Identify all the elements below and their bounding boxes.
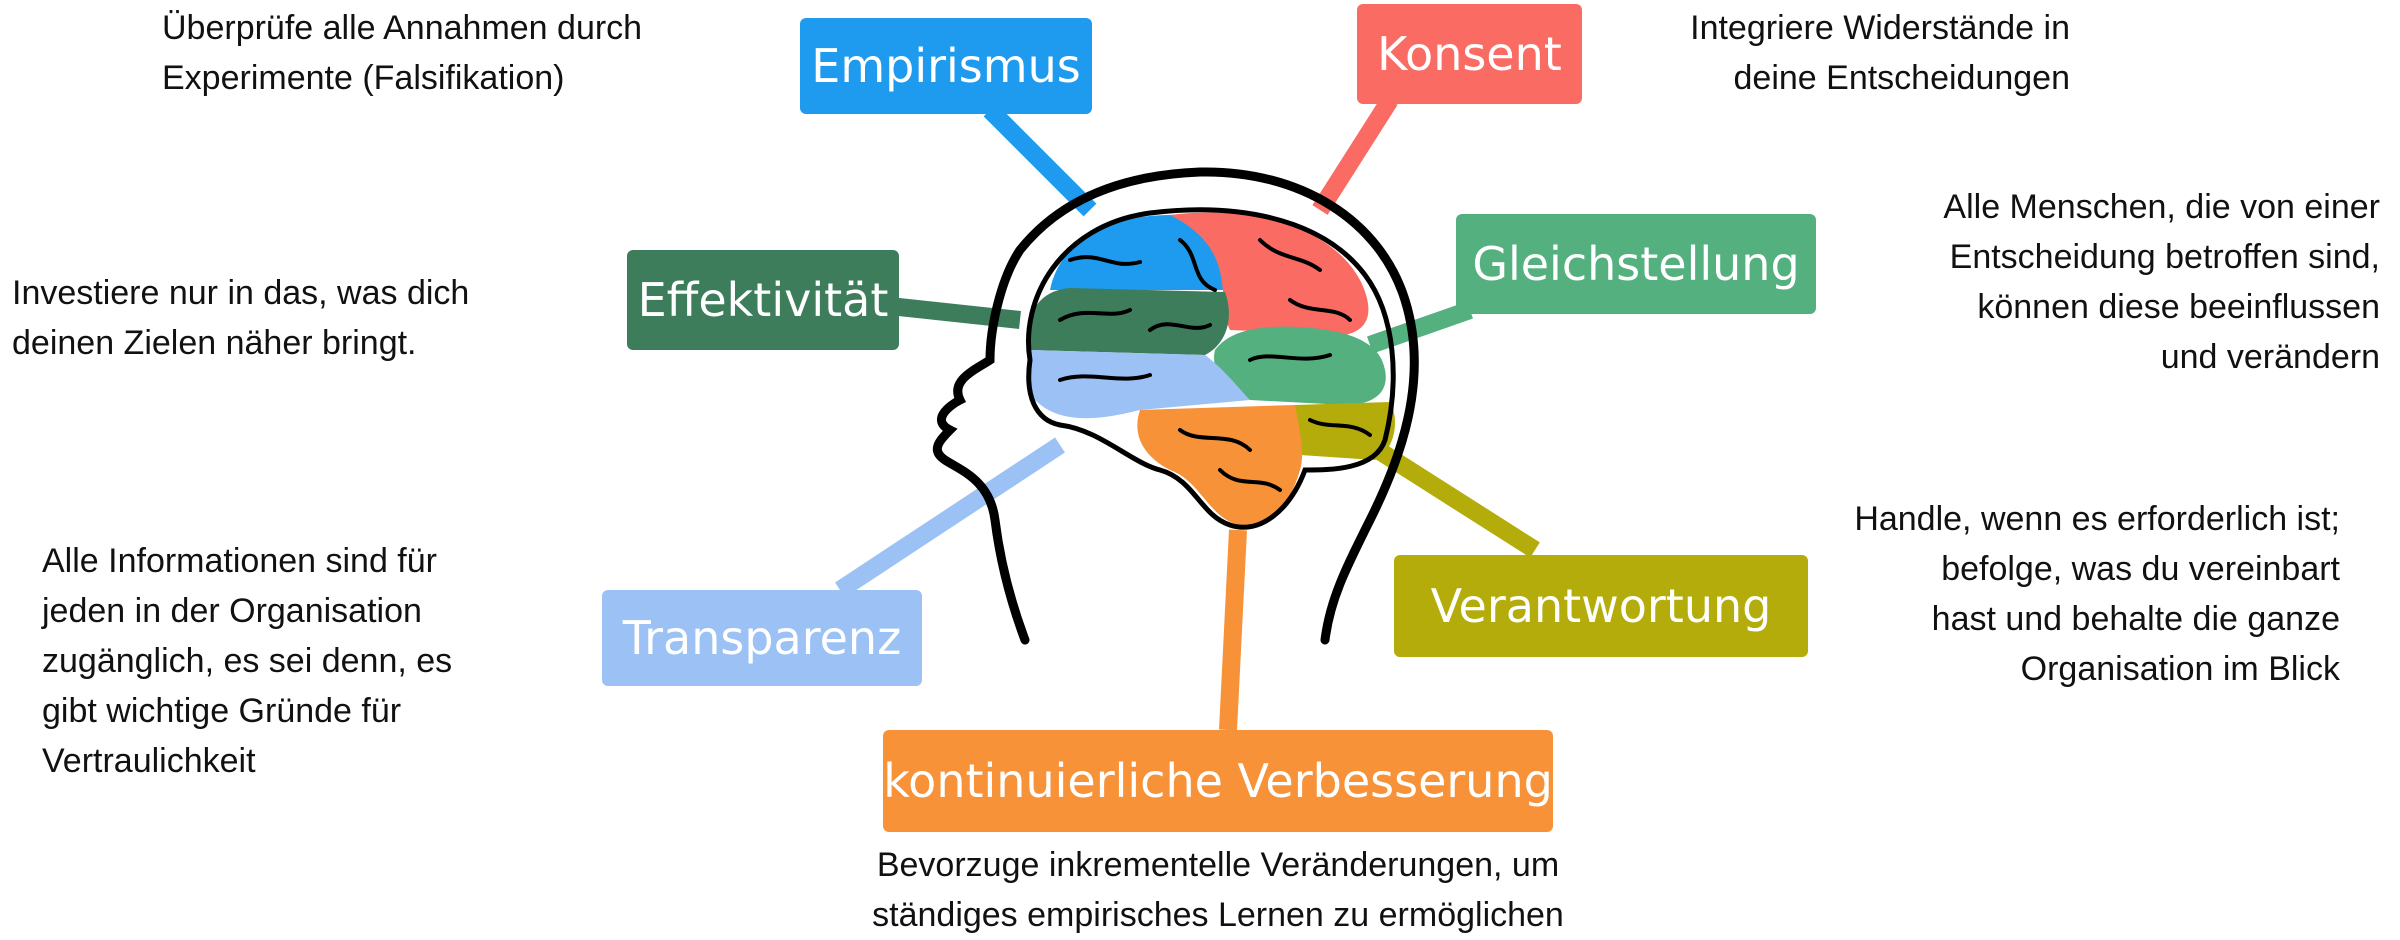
brain-region-effektivitaet [1030, 288, 1229, 355]
brain-region-empirismus [1050, 214, 1232, 290]
brain-region-gleichstellung [1214, 326, 1386, 405]
verbesserung-description: Bevorzuge inkrementelle Veränderungen, u… [872, 846, 1564, 934]
verantwortung-description: Handle, wenn es erforderlich ist; befolg… [1854, 500, 2340, 688]
konsent-description: Integriere Widerstände in deine Entschei… [1690, 9, 2070, 97]
empirismus-connector [983, 103, 1097, 217]
transparenz-connector [835, 437, 1065, 598]
verbesserung-connector [1219, 529, 1247, 731]
brain-region-verbesserung [1137, 405, 1303, 526]
empirismus-label: Empirismus [800, 18, 1092, 114]
gleichstellung-connector [1367, 301, 1473, 354]
head-outline [932, 167, 1419, 645]
konsent-label: Konsent [1357, 4, 1582, 104]
effektivitaet-description: Investiere nur in das, was dich deinen Z… [12, 274, 470, 362]
empirismus-description: Überprüfe alle Annahmen durch Experiment… [162, 9, 643, 97]
verbesserung-label: kontinuierliche Verbesserung [883, 730, 1553, 832]
gleichstellung-label: Gleichstellung [1456, 214, 1816, 314]
brain-region-verantwortung [1290, 402, 1395, 460]
brain-region-transparenz [1026, 350, 1250, 419]
konsent-connector [1312, 95, 1398, 215]
brain-outline [1026, 207, 1396, 530]
transparenz-description: Alle Informationen sind für jeden in der… [42, 542, 453, 780]
transparenz-label: Transparenz [602, 590, 922, 686]
brain-region-konsent [1170, 212, 1369, 335]
brain-sulci [1058, 238, 1372, 492]
effektivitaet-label: Effektivität [627, 250, 899, 350]
verantwortung-label: Verantwortung [1394, 555, 1808, 657]
gleichstellung-description: Alle Menschen, die von einer Entscheidun… [1943, 188, 2380, 376]
